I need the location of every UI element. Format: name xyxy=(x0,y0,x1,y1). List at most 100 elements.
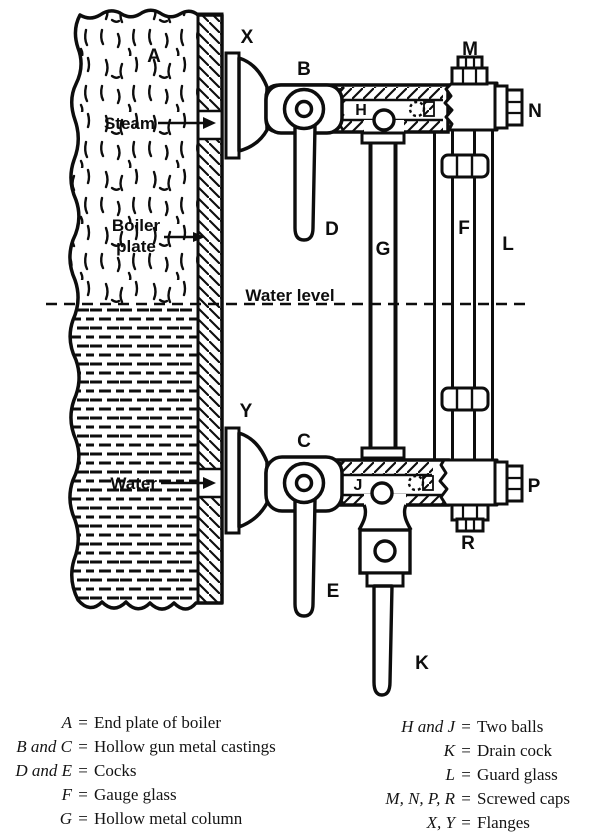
screwed-cap-r xyxy=(450,503,490,533)
annotations: Steam Water Boiler plate Water level xyxy=(104,114,335,493)
cock-d-pivot xyxy=(294,99,314,119)
legend-equals: = xyxy=(78,809,88,828)
legend-key: D and E xyxy=(15,761,72,780)
cock-e-pivot xyxy=(294,473,314,493)
drain-neck xyxy=(359,496,411,530)
legend-equals: = xyxy=(461,741,471,760)
legend-value: Cocks xyxy=(94,761,137,780)
label-a: A xyxy=(147,46,161,67)
legend-equals: = xyxy=(78,761,88,780)
drain-cock xyxy=(358,528,412,697)
gauge-diagram: Steam Water Boiler plate Water level A X… xyxy=(46,8,542,697)
legend-key: A xyxy=(61,713,72,732)
flange-y xyxy=(224,426,241,535)
glass-column-group xyxy=(360,131,494,460)
water-level-label: Water level xyxy=(245,286,334,305)
label-j: J xyxy=(354,477,363,494)
legend-equals: = xyxy=(461,717,471,736)
flange-x xyxy=(224,51,241,160)
steam-texture xyxy=(69,12,198,304)
boiler-interior xyxy=(68,8,224,611)
bottom-cock-assembly xyxy=(237,431,524,618)
legend-value: Guard glass xyxy=(477,765,558,784)
handle-e xyxy=(293,498,317,618)
guard-glass xyxy=(433,131,494,459)
legend-entry: F = Gauge glass xyxy=(0,783,298,807)
legend-key: B and C xyxy=(16,737,72,756)
legend-entry: L = Guard glass xyxy=(300,763,598,787)
label-c: C xyxy=(297,431,311,452)
column-collar-top xyxy=(360,131,406,145)
ball-h xyxy=(372,108,396,132)
screwed-cap-p xyxy=(493,460,524,506)
screwed-cap-n xyxy=(493,84,524,130)
water-arrow xyxy=(161,477,216,489)
legend-entry: X, Y = Flanges xyxy=(300,811,598,835)
drain-port xyxy=(373,539,397,563)
legend-left-column: A = End plate of boiler B and C = Hollow… xyxy=(0,704,298,831)
boiler-plate xyxy=(196,12,224,605)
top-trumpet xyxy=(237,56,269,153)
label-d: D xyxy=(325,219,339,240)
legend-value: Hollow metal column xyxy=(94,809,243,828)
label-h: H xyxy=(355,102,367,119)
water-label: Water xyxy=(110,474,157,493)
legend-entry: G = Hollow metal column xyxy=(0,807,298,831)
screwed-cap-m xyxy=(450,55,489,86)
label-m: M xyxy=(462,39,478,60)
bottom-end-block xyxy=(438,458,499,507)
part-letters: A X B M N H D G F L Y C J E P R K xyxy=(147,27,542,674)
legend-entry: B and C = Hollow gun metal castings xyxy=(0,735,298,759)
handle-d xyxy=(293,124,317,242)
legend-key: F xyxy=(61,785,72,804)
top-end-block xyxy=(443,81,499,132)
boiler-plate-label-line2: plate xyxy=(116,237,156,256)
handle-k xyxy=(372,584,394,697)
legend-entry: K = Drain cock xyxy=(300,739,598,763)
legend-value: Two balls xyxy=(477,717,544,736)
gland-nut-top xyxy=(440,153,490,179)
legend-equals: = xyxy=(461,789,471,808)
legend-value: Flanges xyxy=(477,813,530,832)
label-r: R xyxy=(461,533,475,554)
legend-equals: = xyxy=(461,813,471,832)
ball-j xyxy=(370,481,394,505)
boiler-plate-label-line1: Boiler xyxy=(112,216,161,235)
bottom-trumpet xyxy=(237,431,269,529)
legend-value: Drain cock xyxy=(477,741,553,760)
gland-nut-bottom xyxy=(440,386,490,412)
legend-entry: H and J = Two balls xyxy=(300,715,598,739)
legend-entry: A = End plate of boiler xyxy=(0,711,298,735)
label-p: P xyxy=(528,476,541,497)
legend-value: Gauge glass xyxy=(94,785,177,804)
legend-key: X, Y xyxy=(426,813,455,832)
label-b: B xyxy=(297,59,311,80)
legend-key: H and J xyxy=(401,717,455,736)
label-y: Y xyxy=(240,401,253,422)
seat-bracket-bottom xyxy=(422,475,434,491)
legend-equals: = xyxy=(78,785,88,804)
label-e: E xyxy=(327,581,340,602)
steam-label: Steam xyxy=(104,114,155,133)
label-f: F xyxy=(458,218,470,239)
legend-equals: = xyxy=(461,765,471,784)
legend-key: L xyxy=(445,765,455,784)
legend-value: Screwed caps xyxy=(477,789,570,808)
steam-arrow xyxy=(158,117,216,129)
legend-value: End plate of boiler xyxy=(94,713,221,732)
drain-collar xyxy=(365,571,405,588)
water-texture xyxy=(69,304,198,604)
legend-key: K xyxy=(443,741,455,760)
label-k: K xyxy=(415,653,429,674)
legend-key: M, N, P, R xyxy=(385,789,455,808)
label-l: L xyxy=(502,234,514,255)
boiler-plate-arrow xyxy=(164,232,205,242)
legend-entry: M, N, P, R = Screwed caps xyxy=(300,787,598,811)
label-x: X xyxy=(241,27,254,48)
legend-entry: D and E = Cocks xyxy=(0,759,298,783)
legend-equals: = xyxy=(78,737,88,756)
legend-right-column: H and J = Two balls K = Drain cock L = G… xyxy=(300,704,598,835)
legend-value: Hollow gun metal castings xyxy=(94,737,276,756)
legend-equals: = xyxy=(78,713,88,732)
